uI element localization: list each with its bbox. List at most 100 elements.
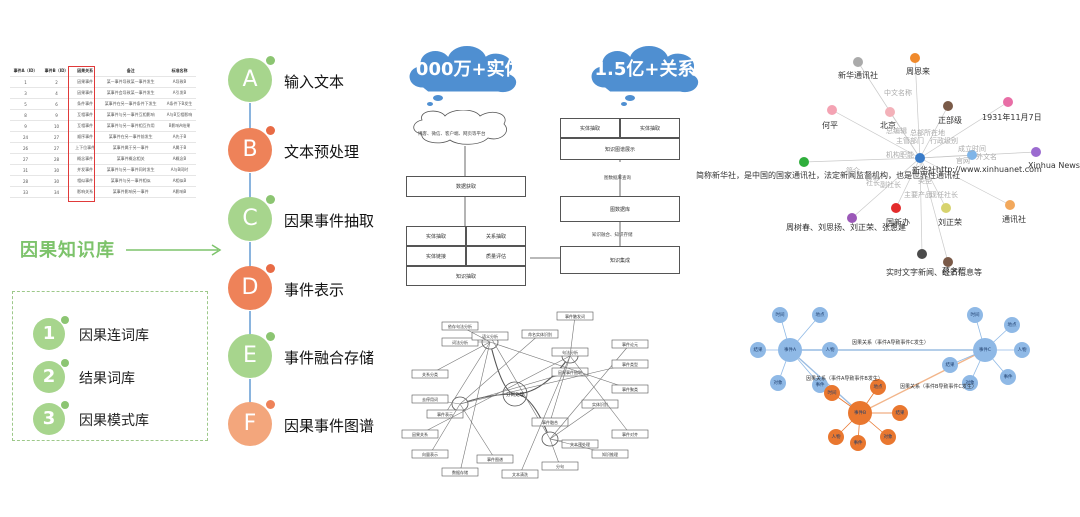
mindmap-node: [411, 369, 449, 379]
mindmap-node: [556, 311, 594, 321]
flow-source-label: 博客、微信、客户端、网页等平台: [418, 132, 486, 137]
kg-node: [910, 53, 920, 63]
mindmap-node: [501, 469, 539, 479]
kg-edge-label: 总编辑: [886, 127, 907, 135]
mindmap-node: [561, 439, 599, 449]
table-cell: A与B互相影响: [163, 109, 196, 121]
step-label: 因果事件抽取: [284, 212, 375, 230]
mindmap-node: [521, 329, 559, 339]
lexicon-number-badge: 2: [33, 361, 65, 393]
event-relation-line: [859, 349, 986, 414]
event-attr-label: 结果: [945, 363, 955, 368]
table-header-cell: 事件B（ID）: [41, 66, 72, 77]
table-cell: 某一事件导致某一事件发生: [98, 76, 164, 88]
kg-node: [1031, 147, 1041, 157]
mindmap-node: [581, 399, 619, 409]
table-cell: 某事件与另一事件相似: [98, 175, 164, 187]
table-cell: 概念事件: [72, 153, 99, 165]
event-graph: [750, 307, 1030, 451]
mindmap-node: [441, 321, 479, 331]
mindmap-node: [476, 454, 514, 464]
flow-quality: 质量评估: [466, 246, 526, 266]
kg-edge-label: 简介: [846, 167, 860, 175]
mindmap-node-label: 事件触发词: [565, 313, 585, 319]
mindmap-node: [611, 339, 649, 349]
event-attr-node: [892, 405, 908, 421]
event-relation-label: 因果关系（事件A导致事件C发生）: [852, 340, 929, 346]
event-attr-label: 人物: [831, 435, 841, 440]
flow-knowledge-extract: 知识抽取: [406, 266, 526, 286]
kg-node: [885, 107, 895, 117]
flow-graph-query: 图数据库查询: [604, 176, 631, 181]
kg-edge-label: 社长: [866, 179, 880, 187]
mindmap-node: [426, 409, 464, 419]
event-attr-node: [942, 357, 958, 373]
table-header-cell: 备注: [98, 66, 164, 77]
mindmap-node-label: 事件聚类: [622, 386, 638, 392]
table-cell: 因果事件: [72, 87, 99, 99]
table-cell: 30: [41, 175, 72, 187]
table-cell: 27: [10, 153, 42, 165]
mindmap-node-label: 事件表示: [437, 411, 453, 417]
table-cell: 28: [10, 175, 42, 187]
step-label: 因果事件图谱: [284, 417, 375, 435]
mindmap-node: [611, 384, 649, 394]
table-cell: 某事件属于另一事件: [98, 142, 164, 154]
mindmap-node-label: 文本清洗: [512, 471, 528, 477]
table-cell: 某事件在另一事件前发生: [98, 131, 164, 143]
event-attr-label: 地点: [815, 313, 825, 318]
table-cell: A条件下B发生: [163, 98, 196, 110]
table-cell: 6: [41, 98, 72, 110]
kg-node: [943, 257, 953, 267]
kg-edge-label: 行政级别: [930, 137, 958, 145]
kg-node-label: 何平: [822, 121, 838, 130]
kg-node-label: 刘正荣: [938, 218, 962, 227]
step-connector: [249, 103, 251, 129]
kg-edge: [895, 157, 921, 209]
table-cell: 因果事件: [72, 76, 99, 88]
mindmap-branch: [489, 341, 516, 395]
flow-top-bottom: 知识图谱展示: [560, 138, 680, 160]
step-label: 输入文本: [284, 73, 345, 91]
table-cell: 31: [10, 164, 42, 176]
table-cell: A概念B: [163, 153, 196, 165]
mindmap-node-label: 事件图谱: [487, 456, 503, 462]
mindmap-node-label: 事件论元: [622, 341, 638, 347]
mindmap-edge: [459, 333, 541, 405]
knowledge-graph: [799, 53, 1041, 267]
event-relation-label: 因果关系（事件A导致事件B发生）: [806, 376, 883, 382]
kg-node-label: 通讯社: [1002, 215, 1026, 224]
table-cell: 条件事件: [72, 98, 99, 110]
table-cell: A属于B: [163, 142, 196, 154]
kg-edge-label: 机构职能: [886, 151, 914, 159]
table-cell: 1: [10, 76, 42, 88]
step-connector: [249, 311, 251, 335]
step-b: B 文本预处理: [228, 126, 388, 172]
table-cell: 某事件概念相关: [98, 153, 164, 165]
mindmap-edge: [444, 341, 491, 415]
event-hub-label: 事件B: [853, 411, 867, 416]
kg-edge: [851, 157, 921, 219]
mindmap-node-label: 命名实体识别: [528, 331, 552, 337]
mindmap-node: [441, 467, 479, 477]
kg-node: [1003, 97, 1013, 107]
mindmap-node-label: 事件对齐: [622, 431, 638, 437]
table-cell: 3: [10, 87, 42, 99]
kg-edge-label: 官网: [956, 157, 970, 165]
table-cell: 互相事件: [72, 120, 99, 132]
table-cell: 9: [41, 109, 72, 121]
mindmap-branch: [514, 393, 551, 440]
kg-node: [891, 203, 901, 213]
table-cell: 24: [10, 131, 42, 143]
flow-top-left: 实体抽取: [560, 118, 620, 138]
lexicon-label: 因果模式库: [79, 413, 149, 429]
mindmap-edge: [549, 438, 561, 467]
step-dot: [266, 400, 275, 409]
